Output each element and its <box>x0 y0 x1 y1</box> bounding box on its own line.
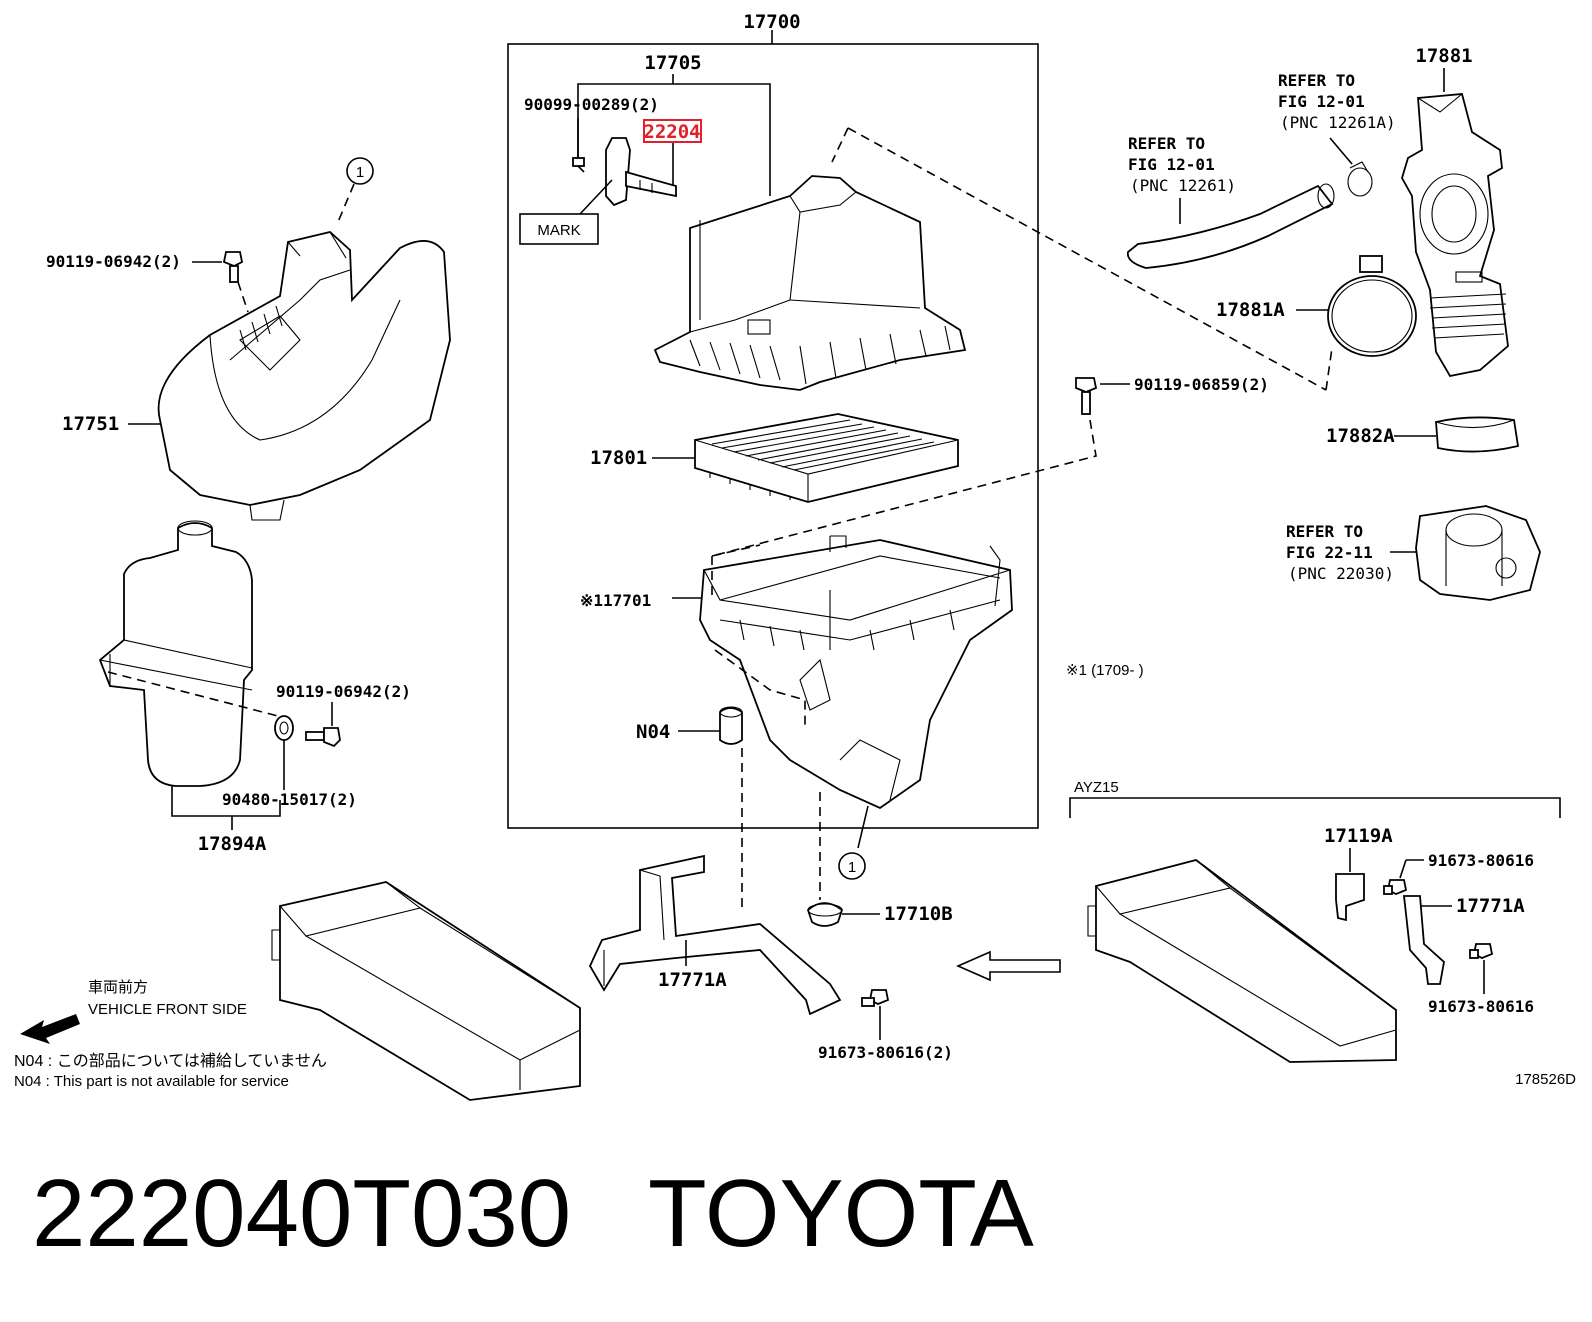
bolt-91673-80616-right-top <box>1383 879 1408 895</box>
label-22204[interactable]: 22204 <box>643 121 700 143</box>
bracket-17771a-mid <box>588 854 842 1016</box>
label-91673-80616-right-top[interactable]: 91673-80616 <box>1428 851 1534 870</box>
air-cleaner-cap <box>653 175 967 391</box>
label-front-jp: 車両前方 <box>88 979 148 996</box>
front-arrow-icon <box>20 1014 80 1044</box>
air-cleaner-case-17701 <box>699 535 1013 810</box>
throttle-body <box>1415 505 1541 601</box>
label-17701[interactable]: ※117701 <box>580 591 651 610</box>
bracket-17771a-right <box>1402 895 1445 985</box>
intake-pipe-17881 <box>1401 93 1509 378</box>
label-90480-15017[interactable]: 90480-15017(2) <box>222 790 357 809</box>
part-number-caption: 222040T030 <box>32 1160 571 1267</box>
label-ref2-line1: REFER TO <box>1128 134 1205 153</box>
label-17705[interactable]: 17705 <box>644 52 701 74</box>
label-ref2-line3[interactable]: (PNC 12261) <box>1130 176 1236 195</box>
label-17751[interactable]: 17751 <box>62 413 119 435</box>
label-17894a[interactable]: 17894A <box>198 833 267 855</box>
cushion-n04 <box>719 706 743 745</box>
highlight-box-22204 <box>643 119 702 143</box>
label-ref3-line2: FIG 22-11 <box>1286 543 1373 562</box>
air-intake-duct-17751 <box>157 231 451 521</box>
assembly-box-17700 <box>507 43 1039 829</box>
hose-clip <box>1347 161 1373 197</box>
hose-clamp-17881a <box>1327 255 1417 357</box>
label-ref1-line3[interactable]: (PNC 12261A) <box>1280 113 1396 132</box>
bolt-91673-80616-mid <box>861 989 890 1007</box>
bolt-90119-06859 <box>1075 377 1098 415</box>
bolt-91673-80616-right-bottom <box>1469 943 1494 959</box>
reservoir-17894a <box>98 520 253 787</box>
band-17882a <box>1435 416 1520 453</box>
label-ref1-line2: FIG 12-01 <box>1278 92 1365 111</box>
label-17881a[interactable]: 17881A <box>1216 299 1285 321</box>
label-n04-note-jp: N04 : この部品については補給していません <box>14 1052 327 1070</box>
bolt-90119-06942-bottom <box>305 727 341 748</box>
label-ref1-line1: REFER TO <box>1278 71 1355 90</box>
reference-circle-top <box>346 157 374 185</box>
label-circle-1-top: 1 <box>356 164 364 181</box>
label-note-1709: ※1 (1709- ) <box>1066 662 1144 679</box>
label-n04-note-en: N04 : This part is not available for ser… <box>14 1073 289 1090</box>
label-front-en: VEHICLE FRONT SIDE <box>88 1001 247 1018</box>
label-90119-06942-top[interactable]: 90119-06942(2) <box>46 252 181 271</box>
grommet-17710b <box>806 902 844 927</box>
label-ayz15: AYZ15 <box>1074 779 1119 796</box>
bracket-17119a <box>1335 873 1365 922</box>
label-91673-80616-mid[interactable]: 91673-80616(2) <box>818 1043 953 1062</box>
label-91673-80616-right-bottom[interactable]: 91673-80616 <box>1428 997 1534 1016</box>
label-17710b[interactable]: 17710B <box>884 903 953 925</box>
label-figure-code: 178526D <box>1515 1071 1576 1088</box>
label-90099-00289[interactable]: 90099-00289(2) <box>524 95 659 114</box>
battery-right <box>1087 859 1397 1063</box>
label-17771a-mid[interactable]: 17771A <box>658 969 727 991</box>
label-90119-06859[interactable]: 90119-06859(2) <box>1134 375 1269 394</box>
bolt-90119-06942-top <box>222 251 244 283</box>
label-circle-1-bottom: 1 <box>848 859 856 876</box>
screw-90099 <box>572 157 585 173</box>
mark-box <box>519 213 599 245</box>
battery-left <box>271 881 581 1101</box>
label-17771a-right[interactable]: 17771A <box>1456 895 1525 917</box>
reference-circle-bottom <box>838 852 866 880</box>
brand-caption: TOYOTA <box>648 1160 1034 1267</box>
label-17881[interactable]: 17881 <box>1415 45 1472 67</box>
label-17882a[interactable]: 17882A <box>1326 425 1395 447</box>
label-n04[interactable]: N04 <box>636 721 670 743</box>
label-17700[interactable]: 17700 <box>743 11 800 33</box>
air-filter-element-17801 <box>694 413 959 503</box>
nut-90480-15017 <box>274 715 294 741</box>
arrow-icon <box>956 950 1061 982</box>
label-ref2-line2: FIG 12-01 <box>1128 155 1215 174</box>
label-17801[interactable]: 17801 <box>590 447 647 469</box>
label-17119a[interactable]: 17119A <box>1324 825 1393 847</box>
label-ref3-line1: REFER TO <box>1286 522 1363 541</box>
label-mark: MARK <box>537 222 580 239</box>
label-ref3-line3[interactable]: (PNC 22030) <box>1288 564 1394 583</box>
breather-hose <box>1126 183 1335 269</box>
mass-air-flow-sensor-22204 <box>605 137 677 207</box>
label-90119-06942-bottom[interactable]: 90119-06942(2) <box>276 682 411 701</box>
